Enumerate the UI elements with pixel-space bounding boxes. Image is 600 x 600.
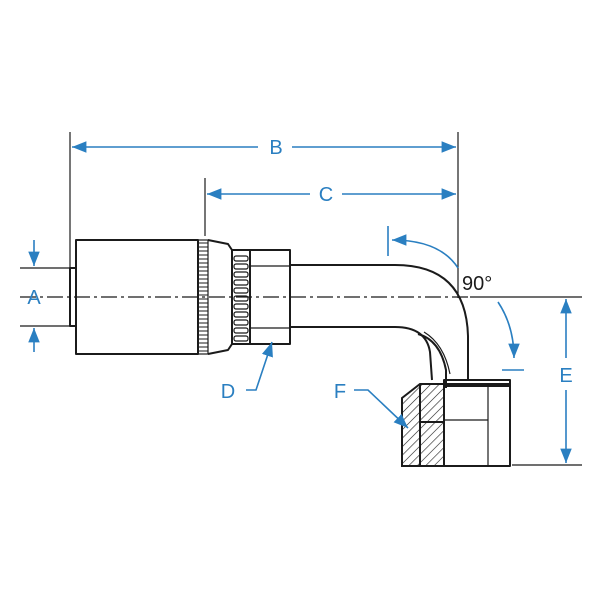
label-angle: 90° bbox=[462, 273, 492, 295]
swivel-nut bbox=[443, 383, 511, 467]
angle-indicator: 90° bbox=[387, 226, 524, 371]
collar-ribs bbox=[233, 255, 249, 342]
collar-rib bbox=[233, 263, 249, 270]
label-a: A bbox=[27, 287, 41, 309]
collar-rib bbox=[233, 319, 249, 326]
dimension-c: C bbox=[207, 184, 456, 206]
label-f: F bbox=[334, 381, 346, 403]
collar-rib bbox=[233, 327, 249, 334]
label-b: B bbox=[269, 137, 282, 159]
label-c: C bbox=[319, 184, 333, 206]
collar-rib bbox=[233, 279, 249, 286]
extension-lines bbox=[20, 132, 582, 466]
tube-outer-wall bbox=[290, 264, 469, 380]
knurl-lines bbox=[198, 242, 208, 352]
sectioned-seat bbox=[401, 383, 445, 467]
leader-f: F bbox=[334, 381, 409, 429]
collar-rib bbox=[233, 335, 249, 342]
collar-rib bbox=[233, 303, 249, 310]
dimension-a: A bbox=[27, 240, 41, 352]
dimension-b: B bbox=[72, 137, 456, 159]
label-e: E bbox=[559, 365, 572, 387]
leader-d: D bbox=[221, 341, 273, 403]
label-d: D bbox=[221, 381, 235, 403]
collar-rib bbox=[233, 295, 249, 302]
collar-rib bbox=[233, 271, 249, 278]
tube-inner-wall bbox=[290, 326, 433, 381]
collar-rib bbox=[233, 287, 249, 294]
collar-rib bbox=[233, 255, 249, 262]
tube-flare bbox=[417, 333, 447, 388]
collar-rib bbox=[233, 311, 249, 318]
dimension-e: E bbox=[559, 299, 573, 463]
fitting-body bbox=[69, 239, 511, 467]
